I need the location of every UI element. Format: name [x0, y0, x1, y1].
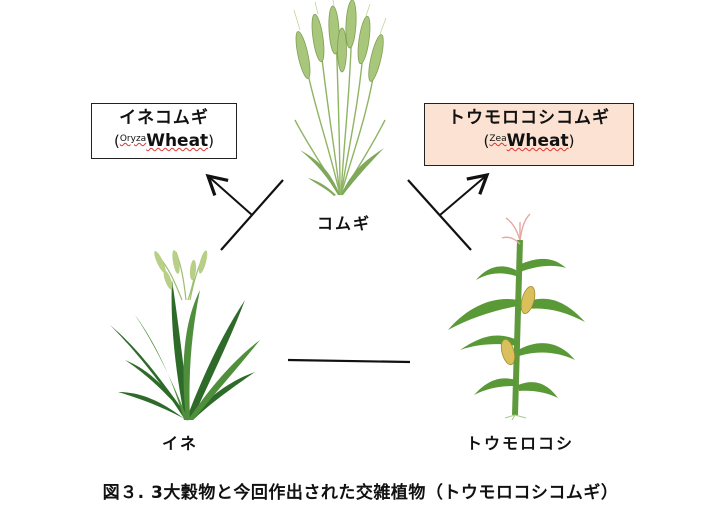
hybrid-latin-rice-wheat: (OryzaWheat)	[113, 131, 215, 151]
hybrid-prefix: Oryza	[119, 134, 147, 144]
cross-line-rice-corn	[287, 358, 411, 364]
hybrid-box-rice-wheat: イネコムギ (OryzaWheat)	[91, 103, 237, 159]
hybrid-name-corn-wheat: トウモロコシコムギ	[448, 108, 610, 128]
label-rice: イネ	[162, 434, 199, 453]
label-corn: トウモロコシ	[466, 434, 575, 453]
hybrid-latin-corn-wheat: (ZeaWheat)	[483, 131, 575, 151]
hybrid-box-corn-wheat: トウモロコシコムギ (ZeaWheat)	[424, 103, 634, 166]
cross-line-wheat-corn	[407, 179, 472, 251]
hybrid-suffix: Wheat	[146, 131, 209, 151]
arrow-to-rice-wheat	[205, 173, 253, 216]
figure-caption: 図３. 3大穀物と今回作出された交雑植物（トウモロコシコムギ）	[102, 483, 619, 503]
hybrid-suffix: Wheat	[506, 131, 569, 151]
hybrid-prefix: Zea	[489, 134, 507, 144]
arrow-to-corn-wheat	[439, 172, 490, 216]
hybrid-name-rice-wheat: イネコムギ	[119, 108, 209, 128]
label-wheat: コムギ	[317, 214, 372, 233]
